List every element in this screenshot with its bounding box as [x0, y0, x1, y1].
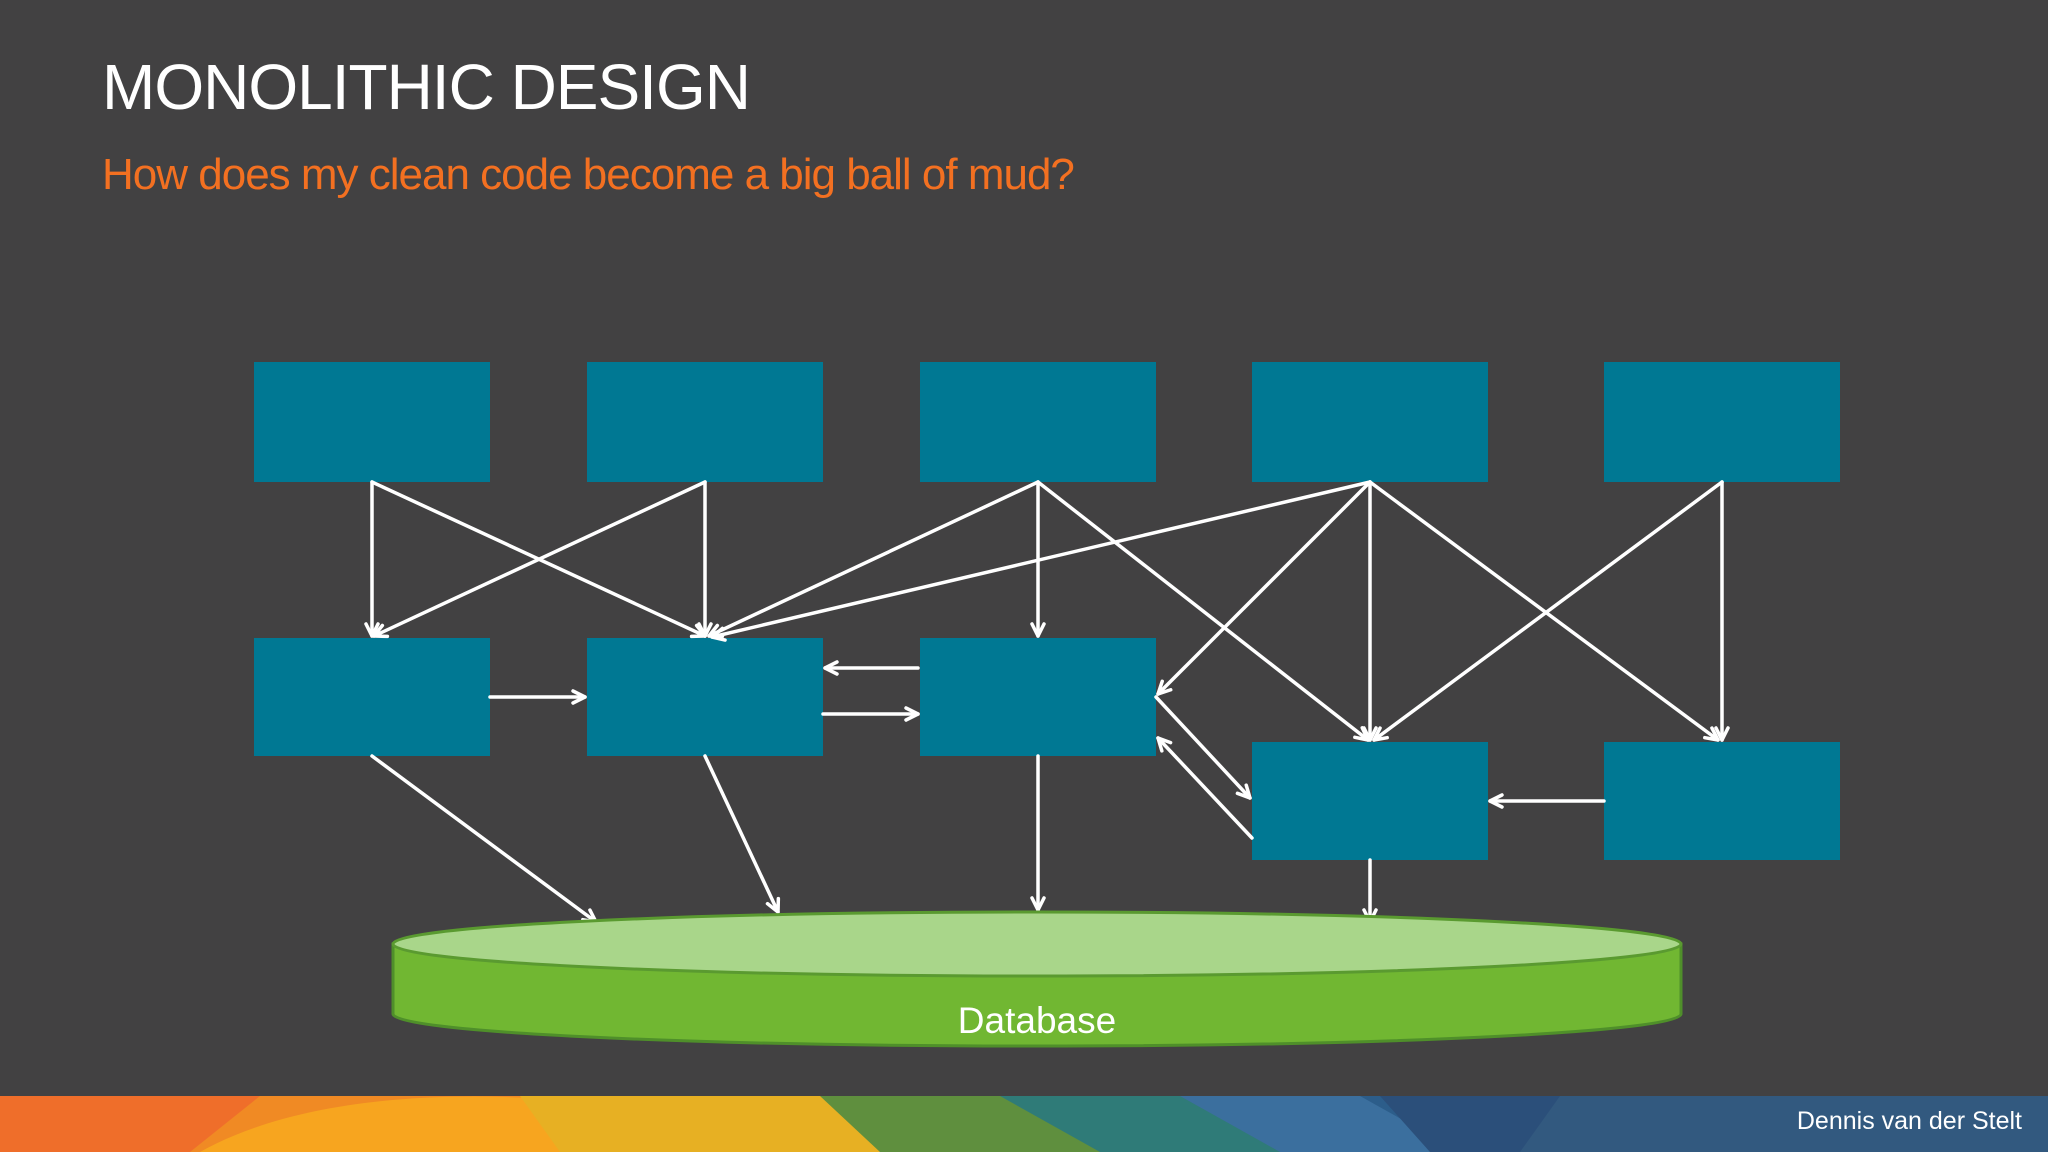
slide-subtitle: How does my clean code become a big ball…	[102, 150, 1075, 199]
component-box-lower-1	[1252, 742, 1488, 860]
component-box-top-5	[1604, 362, 1840, 482]
component-box-middle-1	[254, 638, 490, 756]
component-box-middle-2	[587, 638, 823, 756]
database-label: Database	[958, 1000, 1116, 1041]
dependency-arrows	[364, 480, 1730, 924]
component-box-top-3	[920, 362, 1156, 482]
component-box-top-2	[587, 362, 823, 482]
component-box-middle-3	[920, 638, 1156, 756]
slide-title: MONOLITHIC DESIGN	[102, 51, 751, 123]
database-cylinder: Database	[391, 910, 1683, 1048]
component-box-top-4	[1252, 362, 1488, 482]
footer-decorative-band	[0, 1096, 2048, 1152]
author-name: Dennis van der Stelt	[1796, 1107, 2022, 1135]
component-box-lower-2	[1604, 742, 1840, 860]
component-box-top-1	[254, 362, 490, 482]
